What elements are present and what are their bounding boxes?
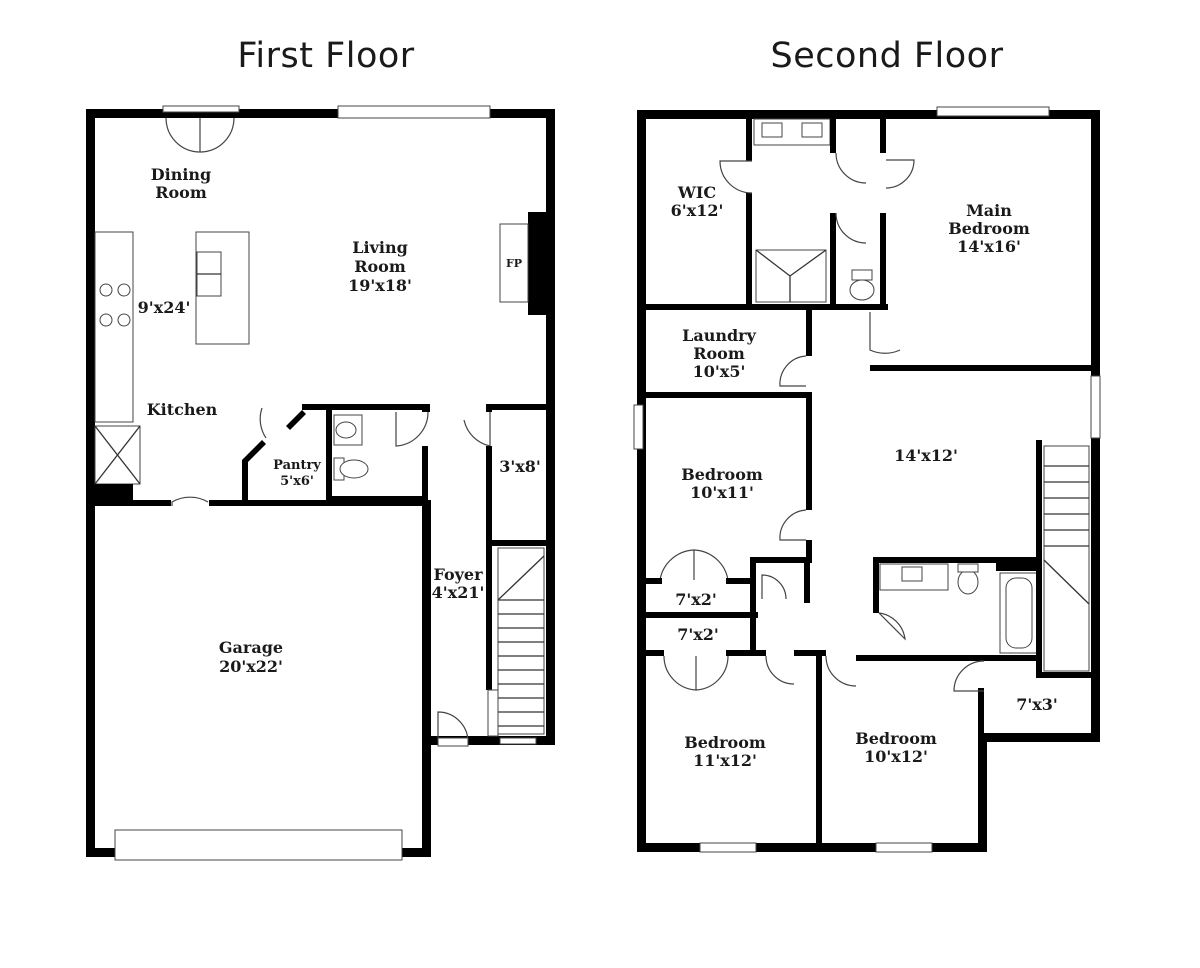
laundry-room-size: 10'x5' <box>693 362 746 381</box>
living-room-label: Living <box>352 238 408 257</box>
closet-size: 3'x8' <box>499 457 541 476</box>
kitchen-label: Kitchen <box>147 400 218 419</box>
fireplace-label: FP <box>506 257 522 270</box>
garage-size: 20'x22' <box>219 657 283 676</box>
bedroom-b-size: 11'x12' <box>693 751 757 770</box>
pantry-size: 5'x6' <box>280 474 314 489</box>
bedroom-c-size: 10'x12' <box>864 747 928 766</box>
bedroom-b-label: Bedroom <box>684 733 766 752</box>
second-floor-title: Second Floor <box>770 36 1004 76</box>
dining-room-label: Dining <box>151 165 211 184</box>
first-floor-plan: Dining Room Living Room 19'x18' FP 9'x24… <box>86 105 555 861</box>
wic-size: 6'x12' <box>671 201 724 220</box>
living-room-size: 19'x18' <box>348 276 412 295</box>
pantry-label: Pantry <box>273 458 321 473</box>
wic-label: WIC <box>677 183 716 202</box>
second-floor-plan: WIC 6'x12' Main Bedroom 14'x16' Laundry … <box>633 106 1101 853</box>
closet-a-size: 7'x2' <box>675 590 717 609</box>
bedroom-c-label: Bedroom <box>855 729 937 748</box>
closet-c-size: 7'x3' <box>1016 695 1058 714</box>
closet-b-size: 7'x2' <box>677 625 719 644</box>
main-bedroom-label-2: Bedroom <box>948 219 1030 238</box>
main-bedroom-label: Main <box>966 201 1012 220</box>
kitchen-size: 9'x24' <box>138 298 191 317</box>
first-floor-title: First Floor <box>237 36 415 76</box>
bedroom-a-size: 10'x11' <box>690 483 754 502</box>
laundry-room-label: Laundry <box>682 326 757 345</box>
foyer-label: Foyer <box>433 565 483 584</box>
main-bedroom-size: 14'x16' <box>957 237 1021 256</box>
laundry-room-label-2: Room <box>693 344 745 363</box>
garage-label: Garage <box>219 638 283 657</box>
dining-room-label-2: Room <box>155 183 207 202</box>
living-room-label-2: Room <box>354 257 406 276</box>
foyer-size: 4'x21' <box>432 583 485 602</box>
bedroom-a-label: Bedroom <box>681 465 763 484</box>
loft-size: 14'x12' <box>894 446 958 465</box>
